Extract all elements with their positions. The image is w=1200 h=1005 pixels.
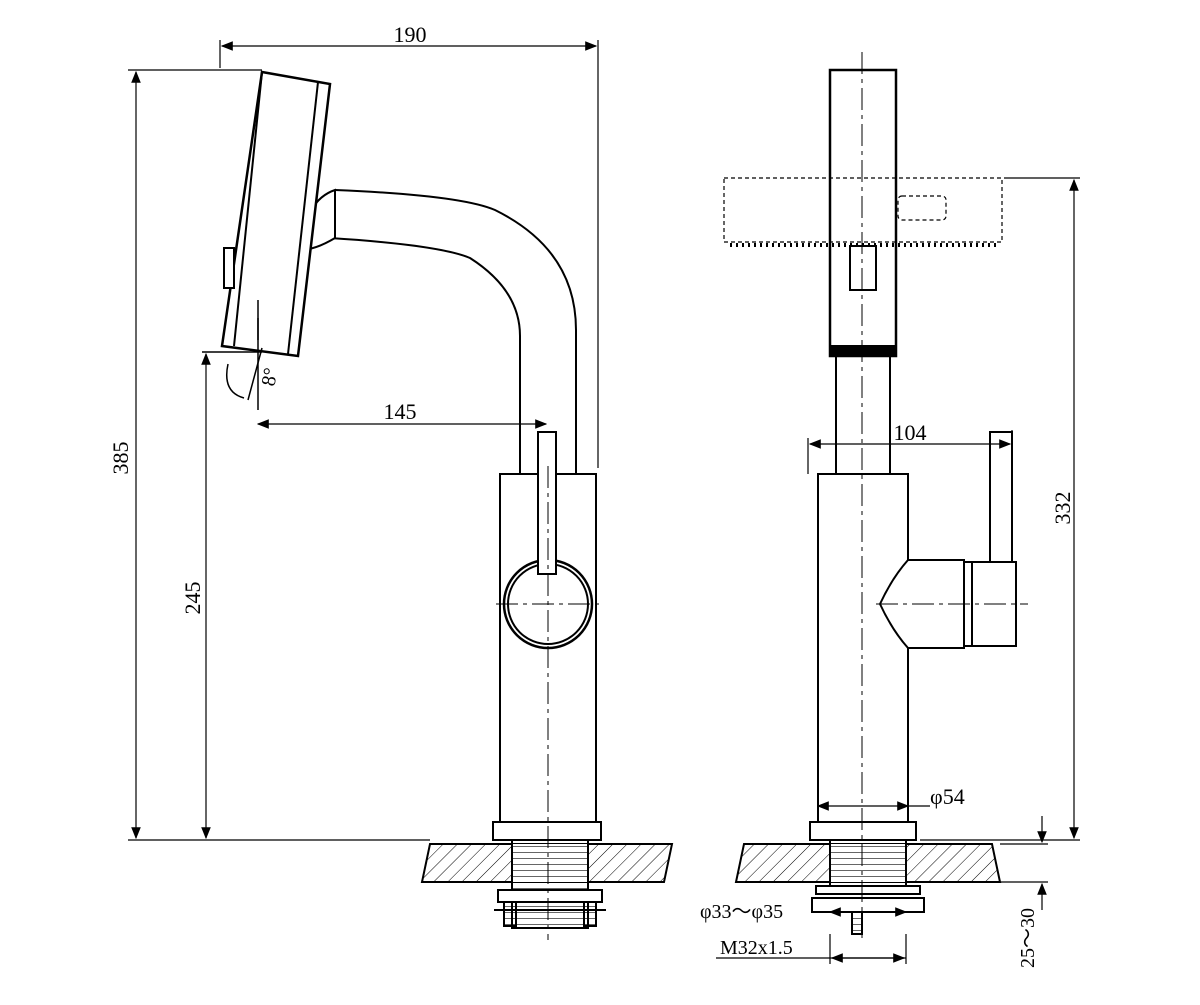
side-dimension-labels: 190 385 245 145 8° [108,22,427,615]
front-dimension-labels: 104 332 φ54 φ33～φ35 M32x1.5 25～30 [700,420,1075,968]
front-hose-section [835,355,891,475]
front-threaded-shank [829,839,907,887]
front-center-lines [861,52,1028,940]
side-threaded-shank [511,839,589,929]
side-spray-head [220,70,332,358]
front-lever [989,431,1013,563]
dim-overall-height: 385 [108,442,133,475]
dim-tilt-angle: 8° [258,366,283,388]
front-spray-pattern [723,177,1003,247]
front-view [723,52,1028,940]
side-lever [537,431,557,575]
side-spout-pipe [329,189,577,474]
dim-deck-thickness: 25～30 [1017,908,1039,968]
dim-handle-projection: 104 [894,420,927,445]
dim-spout-height: 245 [180,582,205,615]
side-view [202,70,674,940]
side-tilt-angle [202,300,263,410]
front-base-ring [809,821,917,841]
side-dimensions [128,40,599,841]
dim-thread: M32x1.5 [720,937,793,959]
dim-spout-reach: 145 [384,399,417,424]
front-body [817,473,909,823]
side-base-ring [492,821,602,841]
dim-hole-diameter: φ33～φ35 [700,901,783,923]
side-center-lines [496,466,604,940]
side-clamp-nut [494,889,606,927]
dim-aerator-height: 332 [1050,492,1075,525]
front-dimensions [716,177,1080,964]
front-spray-head [828,68,898,358]
front-clamp-nut [811,885,925,935]
dim-body-diameter: φ54 [930,784,965,809]
dim-overall-width: 190 [394,22,427,47]
